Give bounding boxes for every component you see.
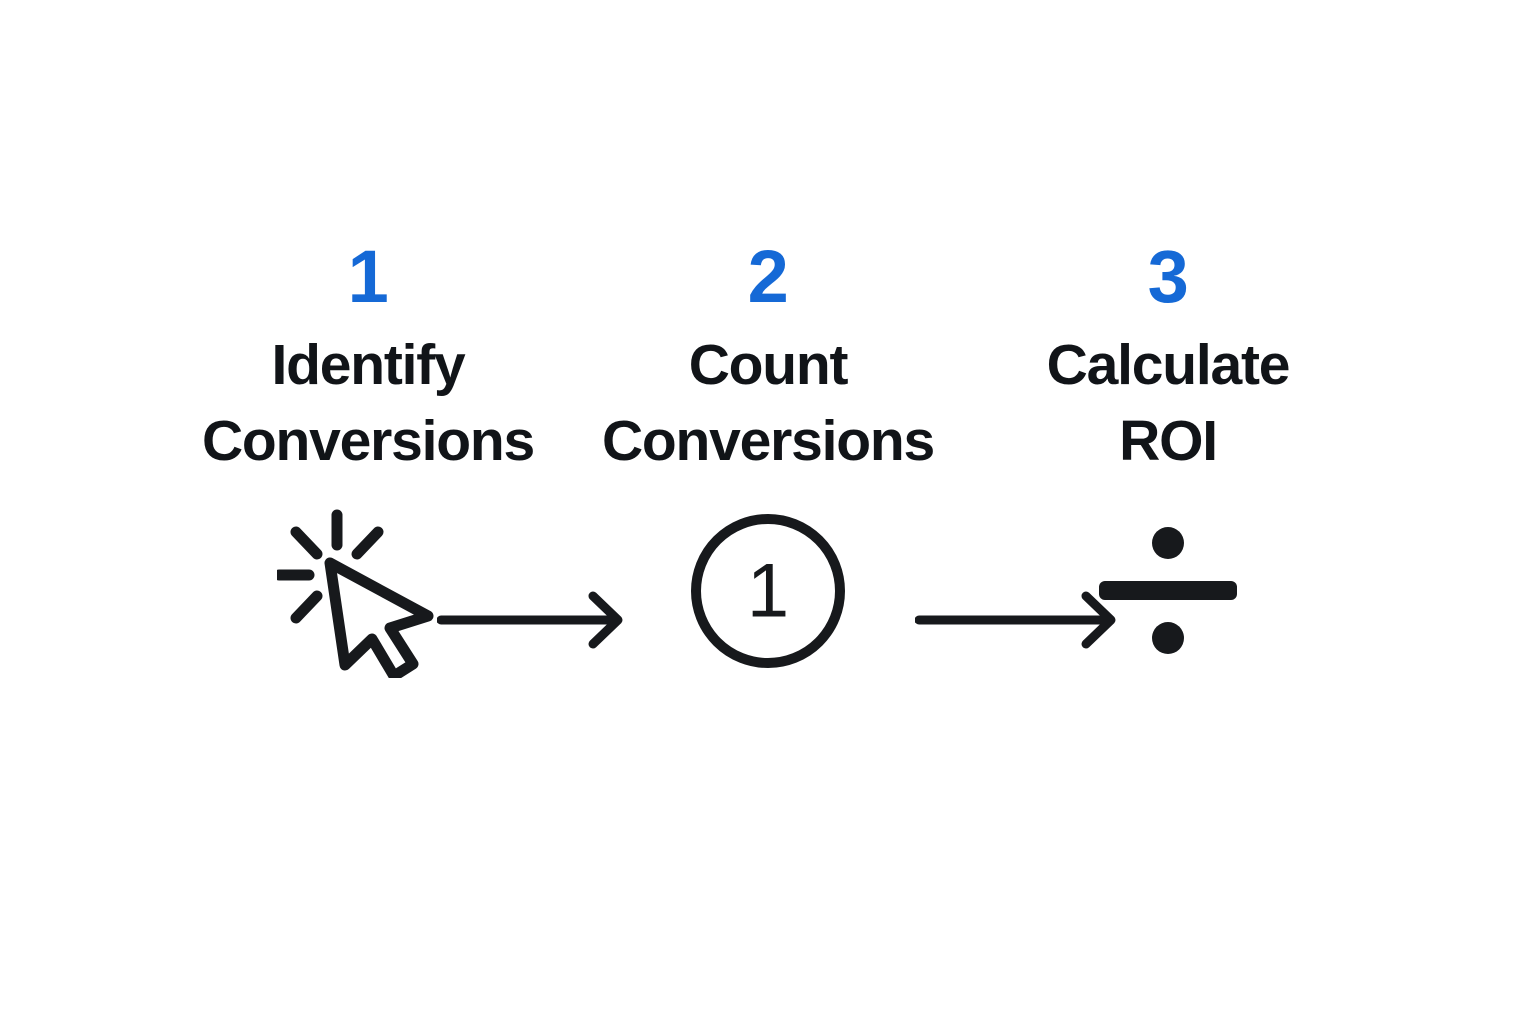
arrow-step1-to-step2 <box>437 582 632 658</box>
step-calculate-roi: 3 Calculate ROI <box>968 238 1368 681</box>
step-2-title: Count Conversions <box>601 333 935 473</box>
step-3-number: 3 <box>1147 234 1189 318</box>
step-2-number: 2 <box>747 234 789 318</box>
step-2-icon-container: 1 <box>685 506 851 681</box>
step-1-icon-container <box>273 506 452 682</box>
step-3-icon-container <box>1093 506 1243 681</box>
step-1-number: 1 <box>347 234 389 318</box>
step-count-conversions: 2 Count Conversions 1 <box>568 238 968 681</box>
steps-row: 1 Identify Conversions <box>0 238 1536 708</box>
cursor-click-icon <box>273 503 452 683</box>
circled-one-icon: 1 <box>685 508 851 679</box>
circled-one-value: 1 <box>747 548 789 633</box>
step-3-title: Calculate ROI <box>1046 333 1291 473</box>
arrow-step2-to-step3 <box>915 582 1125 658</box>
division-sign-icon <box>1093 516 1243 671</box>
step-1-title: Identify Conversions <box>201 333 535 473</box>
step-identify-conversions: 1 Identify Conversions <box>168 234 568 682</box>
